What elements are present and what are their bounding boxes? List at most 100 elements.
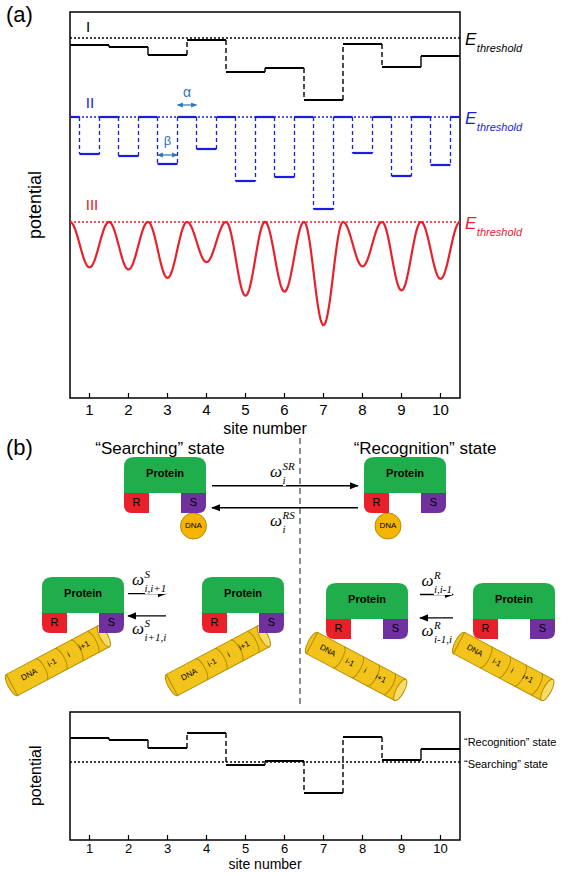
well-top — [421, 116, 431, 118]
dna-cross-section — [375, 513, 401, 539]
well-bottom — [197, 148, 217, 150]
protein-label: Protein — [224, 588, 262, 600]
axis-tick — [128, 835, 129, 840]
dna-label: DNA — [380, 522, 397, 530]
site-number: 1 — [85, 402, 93, 419]
panel-letter: (a) — [6, 3, 33, 27]
axis-tick — [245, 393, 246, 398]
axis-tick — [245, 835, 246, 840]
axis-tick — [362, 393, 363, 398]
dna-cylinder — [3, 624, 113, 698]
well-wall — [372, 117, 373, 153]
well-bottom — [236, 180, 256, 182]
dna-cylinder — [303, 631, 410, 703]
site-number: 3 — [163, 402, 171, 419]
axis-tick — [284, 393, 285, 398]
rate-subscript: i — [283, 474, 286, 486]
well-bottom — [431, 164, 451, 166]
recognition-step — [421, 748, 460, 750]
well-wall — [313, 117, 314, 209]
well-wall — [411, 117, 412, 176]
protein-label: Protein — [64, 588, 102, 600]
potential-step — [304, 99, 343, 101]
well-top — [256, 116, 266, 118]
axis-tick — [323, 393, 324, 398]
domain-label: R — [51, 617, 59, 629]
well-wall — [333, 117, 334, 209]
well-wall — [177, 117, 178, 164]
curve-label: III — [86, 197, 99, 214]
well-top — [451, 116, 461, 118]
well-top — [217, 116, 227, 118]
well-wall — [235, 117, 236, 181]
threshold-symbol: E — [465, 215, 476, 234]
threshold-line — [70, 37, 460, 38]
site-number: 9 — [397, 402, 405, 419]
panel-letter: (b) — [6, 436, 33, 460]
site-number: 10 — [433, 842, 447, 856]
curve-label: II — [86, 95, 94, 112]
axis-tick — [89, 835, 90, 840]
well-top — [304, 116, 314, 118]
rate-subscript: i+1,i — [145, 631, 167, 643]
potential-step — [147, 47, 148, 55]
well-bottom — [353, 152, 373, 154]
rate-subscript: i,i+1 — [145, 582, 167, 594]
rate-symbol: ω — [132, 620, 144, 639]
recognition-step — [186, 733, 187, 748]
dna-body — [306, 632, 406, 700]
protein-body — [124, 457, 206, 493]
recognition-step — [147, 740, 148, 748]
protein-shape — [326, 583, 408, 639]
potential-step — [421, 55, 460, 57]
site-number: 1 — [86, 842, 93, 856]
domain-label: R — [482, 623, 490, 635]
axis-tick — [440, 393, 441, 398]
state-heading: “Searching” state — [95, 440, 224, 459]
axis-tick — [206, 835, 207, 840]
recognition-step — [265, 760, 304, 762]
rate-subscript: i-1,i — [434, 633, 452, 645]
well-top — [100, 116, 110, 118]
threshold-line — [70, 116, 460, 117]
potential-step — [109, 46, 148, 48]
axis-tick — [89, 393, 90, 398]
protein-shape — [473, 583, 555, 639]
domain-label: R — [335, 623, 343, 635]
plot-frame — [70, 12, 460, 398]
domain-label: S — [539, 623, 546, 635]
site-number: 4 — [203, 842, 210, 856]
dna-body — [166, 626, 269, 696]
domain-label: S — [108, 617, 115, 629]
threshold-symbol: E — [465, 31, 476, 50]
rate-superscript: S — [145, 568, 151, 580]
axis-title: site number — [223, 420, 307, 438]
rate-superscript: RS — [283, 509, 295, 521]
dna-cylinder — [163, 624, 273, 698]
dna-end — [391, 677, 409, 702]
well-top — [265, 116, 275, 118]
well-wall — [118, 117, 119, 156]
axis-title: potential — [27, 746, 45, 807]
well-bottom — [119, 155, 139, 157]
well-wall — [450, 117, 451, 165]
dna-body — [6, 626, 109, 696]
potential-step — [420, 56, 421, 67]
recognition-step — [342, 737, 343, 793]
recognition-step — [187, 732, 226, 734]
recognition-step — [304, 792, 343, 794]
beta-dimension — [158, 154, 178, 155]
dimension-label: β — [164, 134, 171, 148]
domain-label: S — [392, 623, 399, 635]
potential-step — [381, 44, 382, 67]
domain-label: R — [373, 497, 381, 509]
well-top — [343, 116, 353, 118]
protein-body — [364, 457, 446, 493]
axis-tick — [440, 835, 441, 840]
site-number: 8 — [359, 842, 366, 856]
recognition-step — [420, 749, 421, 760]
potential-step — [187, 39, 226, 41]
potential-step — [70, 44, 109, 46]
dna-cylinder — [450, 631, 557, 703]
site-number: 7 — [320, 842, 327, 856]
